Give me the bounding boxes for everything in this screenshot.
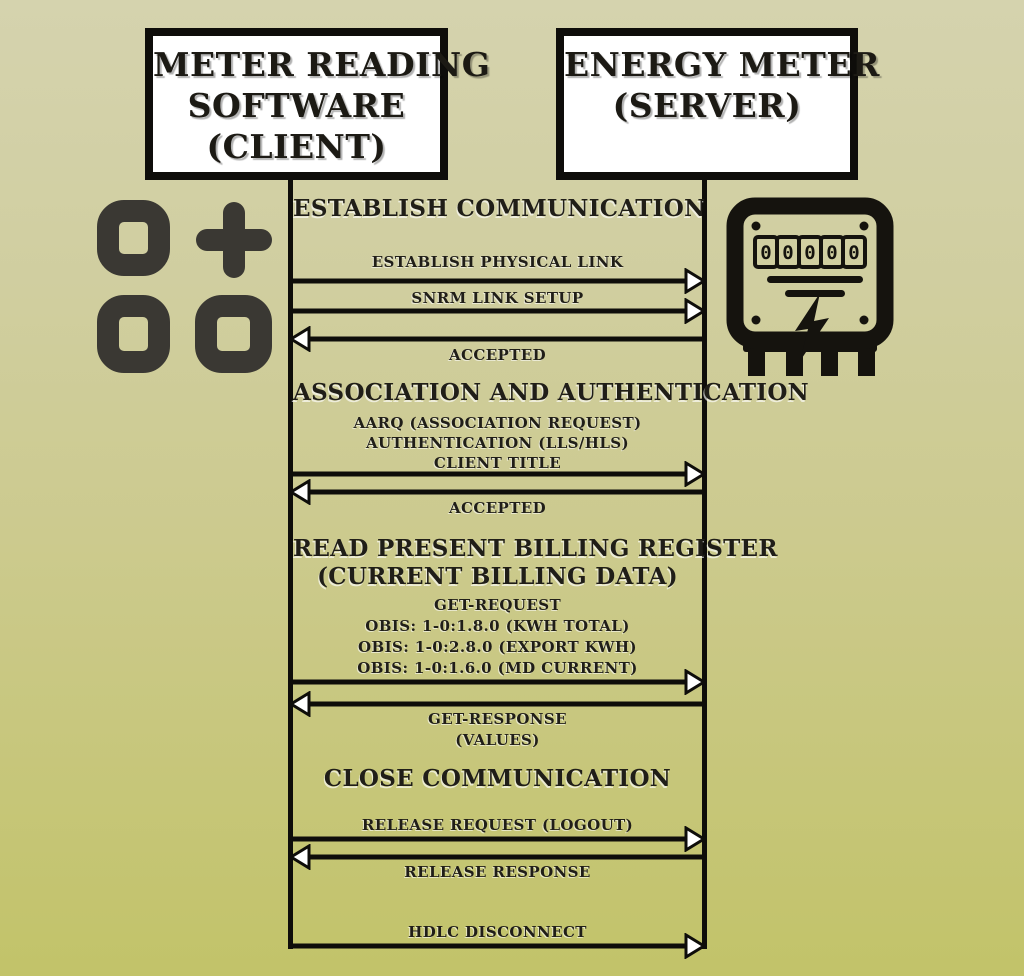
message-label-accepted-1: ACCEPTED	[448, 346, 547, 364]
meter-digit-5: 0	[848, 242, 859, 264]
message-arrow-left	[291, 479, 704, 505]
client-lifeline	[288, 180, 293, 949]
meter-digit-1: 0	[760, 242, 771, 264]
software-widgets-icon	[97, 200, 272, 373]
meter-digit-4: 0	[826, 242, 837, 264]
section-title-association-authentication: ASSOCIATION AND AUTHENTICATION	[293, 379, 810, 406]
server-actor-box: ENERGY METER (SERVER)	[556, 28, 880, 180]
section-title-read-billing-register: READ PRESENT BILLING REGISTER (CURRENT B…	[293, 535, 778, 591]
message-arrow-right	[291, 933, 704, 959]
client-title-line-1: METER READING	[153, 45, 491, 84]
message-label-release-response: RELEASE RESPONSE	[404, 863, 591, 881]
section-title-establish-communication: ESTABLISH COMMUNICATION	[293, 195, 706, 222]
meter-digit-3: 0	[804, 242, 815, 264]
message-label-get-response-group: GET-RESPONSE (VALUES)	[293, 709, 702, 751]
server-lifeline	[702, 180, 707, 949]
message-arrow-left	[291, 326, 704, 352]
message-label-get-response: GET-RESPONSE	[427, 710, 567, 728]
message-label-obis-md-current: OBIS: 1-0:1.6.0 (MD CURRENT)	[357, 659, 638, 677]
meter-digit-2: 0	[782, 242, 793, 264]
message-label-get-request: GET-REQUEST	[433, 596, 562, 614]
client-title-line-3: (CLIENT)	[206, 127, 387, 166]
message-arrow-right	[291, 268, 704, 294]
message-arrow-right	[291, 461, 704, 487]
message-arrow-right	[291, 669, 704, 695]
energy-meter-icon: 0 0 0 0 0	[726, 197, 894, 376]
message-label-client-title: CLIENT TITLE	[433, 454, 562, 472]
server-title-line-1: ENERGY METER	[564, 45, 880, 84]
message-label-obis-export-kwh: OBIS: 1-0:2.8.0 (EXPORT KWH)	[358, 638, 637, 656]
message-label-aarq-group: AARQ (ASSOCIATION REQUEST) AUTHENTICATIO…	[293, 413, 702, 473]
message-label-values: (VALUES)	[455, 731, 540, 749]
message-label-obis-kwh-total: OBIS: 1-0:1.8.0 (KWH TOTAL)	[365, 617, 630, 635]
message-label-accepted-2: ACCEPTED	[448, 499, 547, 517]
message-label-establish-physical-link: ESTABLISH PHYSICAL LINK	[371, 253, 624, 271]
message-label-hdlc-disconnect: HDLC DISCONNECT	[408, 923, 587, 941]
message-arrow-left	[291, 844, 704, 870]
section-title-close-communication: CLOSE COMMUNICATION	[323, 765, 672, 792]
server-title-line-2: (SERVER)	[612, 86, 802, 125]
message-arrow-right	[291, 298, 704, 324]
section-title-line-1: READ PRESENT BILLING REGISTER	[293, 535, 778, 562]
client-actor-box: METER READING SOFTWARE (CLIENT)	[145, 28, 491, 180]
message-label-authentication: AUTHENTICATION (LLS/HLS)	[365, 434, 630, 452]
section-title-line-2: (CURRENT BILLING DATA)	[317, 563, 678, 590]
client-title-line-2: SOFTWARE	[187, 86, 406, 125]
message-label-release-request: RELEASE REQUEST (LOGOUT)	[361, 816, 634, 834]
message-arrow-right	[291, 826, 704, 852]
message-label-get-request-group: GET-REQUEST OBIS: 1-0:1.8.0 (KWH TOTAL) …	[293, 595, 702, 679]
message-label-snrm-link-setup: SNRM LINK SETUP	[411, 289, 584, 307]
message-label-aarq: AARQ (ASSOCIATION REQUEST)	[353, 414, 642, 432]
message-arrow-left	[291, 691, 704, 717]
